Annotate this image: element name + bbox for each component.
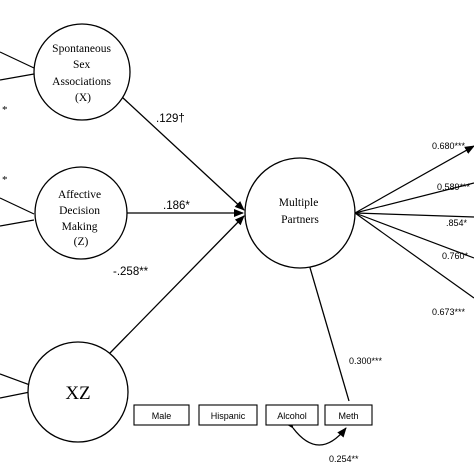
node-x-circle bbox=[33, 23, 131, 121]
path-xz-to-outcome bbox=[109, 215, 245, 354]
coef-z-to-outcome: .186* bbox=[163, 200, 190, 212]
covariate-alcohol: Alcohol bbox=[265, 404, 319, 426]
node-z-label: Affective Decision Making (Z) bbox=[58, 189, 104, 248]
coef-alcohol-meth-cov: 0.254** bbox=[329, 454, 359, 464]
left-mark-1: * bbox=[2, 104, 8, 116]
node-xz-circle bbox=[27, 341, 129, 443]
coef-meth-to-outcome: 0.300*** bbox=[349, 356, 383, 366]
left-indicator-lines bbox=[0, 51, 35, 399]
outcome-indicator-lines bbox=[354, 145, 474, 299]
node-outcome-label: Multiple Partners bbox=[279, 197, 322, 226]
node-z-circle bbox=[34, 166, 128, 260]
path-x-to-outcome bbox=[121, 96, 245, 211]
node-outcome-circle bbox=[244, 157, 356, 269]
svg-text:Male: Male bbox=[152, 411, 172, 421]
svg-text:Hispanic: Hispanic bbox=[211, 411, 246, 421]
node-x-label: Spontaneous Sex Associations (X) bbox=[52, 43, 114, 104]
path-meth-to-outcome bbox=[304, 253, 350, 402]
coef-x-to-outcome: .129† bbox=[156, 113, 185, 125]
coef-xz-to-outcome: -.258** bbox=[113, 266, 149, 278]
loading-5: 0.673*** bbox=[432, 307, 466, 317]
svg-text:Alcohol: Alcohol bbox=[277, 411, 307, 421]
covariate-meth: Meth bbox=[324, 404, 373, 426]
loading-4: 0.760* bbox=[442, 251, 469, 261]
node-xz-label: XZ bbox=[65, 383, 90, 404]
covariate-hispanic: Hispanic bbox=[198, 404, 258, 426]
structural-paths bbox=[109, 96, 350, 402]
loading-3: .854* bbox=[446, 218, 468, 228]
covariate-male: Male bbox=[133, 404, 190, 426]
alcohol-meth-covariance-arrow bbox=[284, 418, 347, 446]
loading-1: 0.680*** bbox=[432, 141, 466, 151]
loading-2: 0.589*** bbox=[437, 182, 471, 192]
left-mark-2: * bbox=[2, 174, 8, 186]
svg-text:Meth: Meth bbox=[338, 411, 358, 421]
